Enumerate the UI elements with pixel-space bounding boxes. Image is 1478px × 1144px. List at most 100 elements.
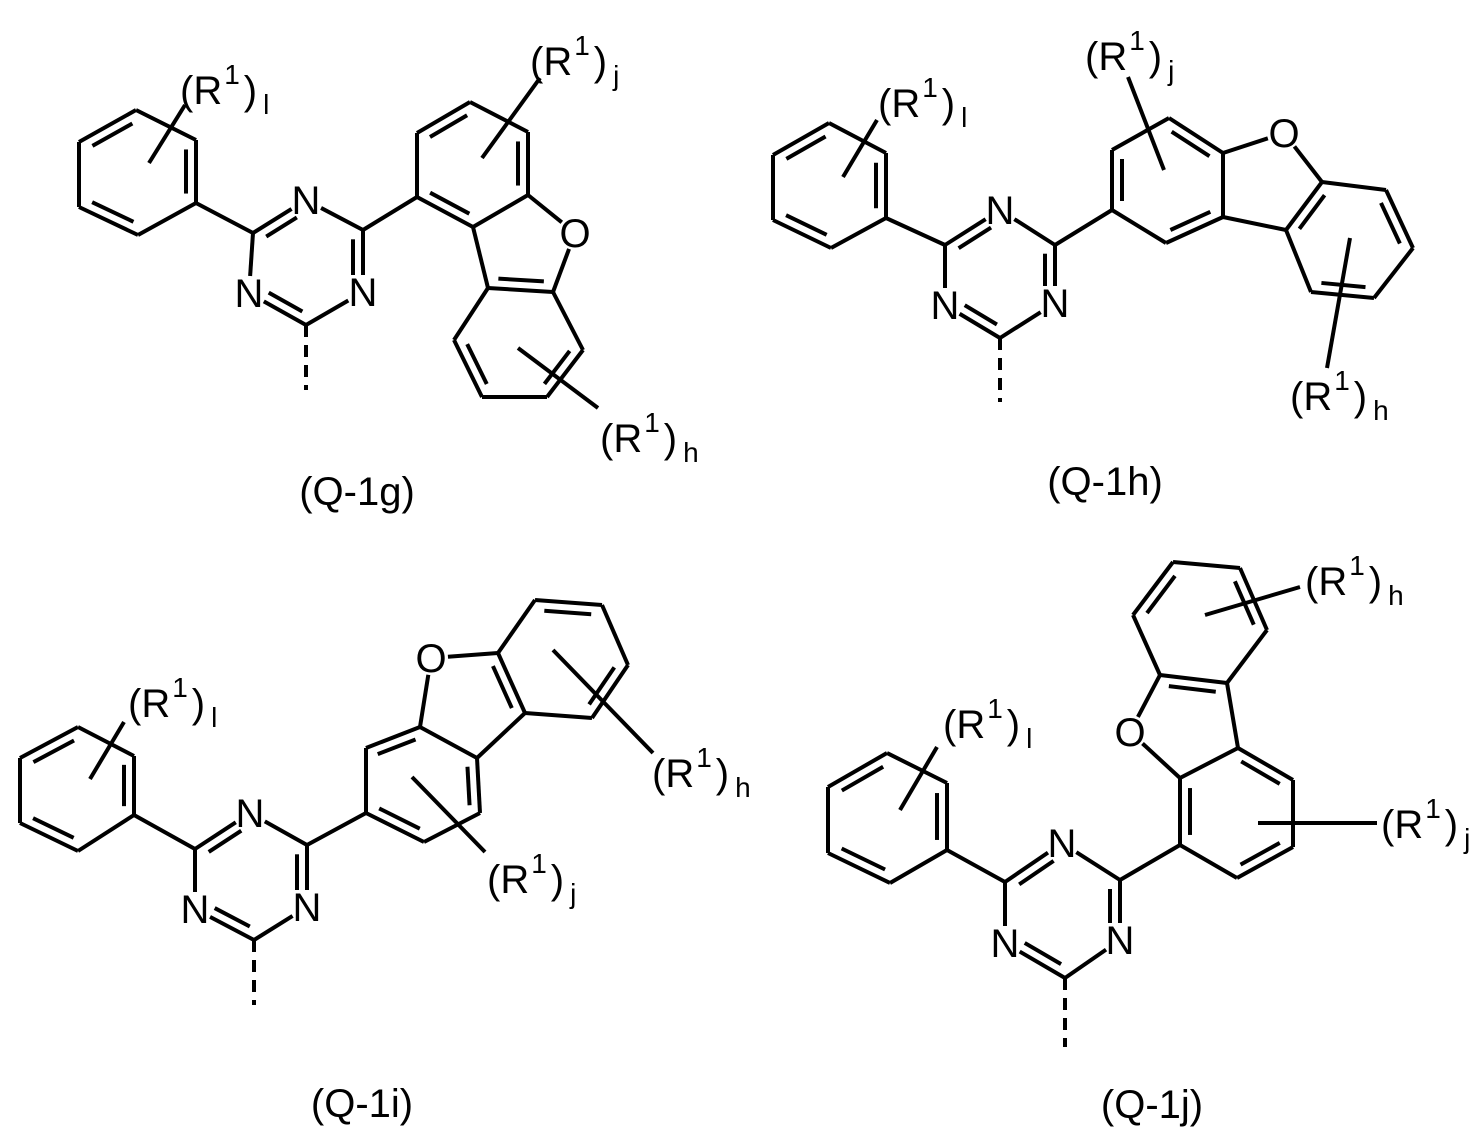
- structure-q-1h: NNNO(R1)l(R1)j(R1)h(Q-1h): [773, 25, 1413, 504]
- structure-q-1i: NNNO(R1)l(R1)j(R1)h(Q-1i): [20, 600, 751, 1126]
- nitrogen-atom-label: N: [181, 888, 210, 932]
- substituent-label-r1-j: (R1)j: [1381, 793, 1470, 854]
- nitrogen-atom-label: N: [1041, 282, 1070, 326]
- substituent-close-paren: ): [1354, 375, 1367, 419]
- bond: [363, 197, 417, 230]
- double-bond-inner-line: [493, 666, 512, 708]
- bond: [488, 288, 553, 292]
- substituent-superscript: 1: [1349, 550, 1365, 581]
- bond: [264, 301, 306, 325]
- bond: [253, 209, 292, 233]
- substituent-group: (R: [652, 752, 694, 796]
- bond: [1143, 744, 1180, 778]
- bond: [1160, 675, 1227, 683]
- substituent-superscript: 1: [172, 672, 188, 703]
- substituent-subscript: h: [683, 437, 699, 468]
- bond: [890, 850, 947, 883]
- bond: [477, 713, 525, 758]
- bond: [553, 292, 583, 350]
- substituent-superscript: 1: [1425, 793, 1441, 824]
- bond: [1112, 210, 1166, 243]
- bond: [1065, 950, 1106, 978]
- nitrogen-atom-label: N: [236, 792, 265, 836]
- bond: [454, 288, 488, 340]
- double-bond-inner-line: [467, 767, 469, 806]
- double-bond-inner-line: [842, 767, 883, 791]
- substituent-label-r1-h: (R1)h: [1305, 550, 1404, 611]
- double-bond-inner-line: [842, 848, 885, 869]
- bond: [138, 203, 196, 235]
- bond: [1173, 562, 1240, 568]
- substituent-label-r1-l: (R1)l: [128, 672, 217, 733]
- bond: [306, 301, 348, 325]
- substituent-label-r1-l: (R1)l: [878, 72, 967, 133]
- substituent-superscript: 1: [922, 72, 938, 103]
- bond: [831, 218, 886, 248]
- double-bond-inner-line: [33, 740, 74, 762]
- substituent-superscript: 1: [644, 407, 660, 438]
- substituent-close-paren: ): [1007, 703, 1020, 747]
- bond: [1055, 210, 1112, 245]
- bond: [448, 653, 498, 657]
- bond: [945, 219, 986, 245]
- nitrogen-atom-label: N: [235, 272, 264, 316]
- substituent-group: (R: [1381, 803, 1423, 847]
- bond: [1076, 852, 1120, 880]
- bond: [473, 195, 528, 227]
- oxygen-atom-label: O: [559, 212, 590, 256]
- double-bond-inner-line: [1241, 843, 1280, 865]
- bond: [78, 815, 134, 851]
- bond: [1112, 118, 1169, 150]
- substituent-group: (R: [878, 82, 920, 126]
- substituent-bond-h: [1205, 587, 1300, 615]
- substituent-group: (R: [600, 417, 642, 461]
- substituent-subscript: h: [735, 772, 751, 803]
- substituent-close-paren: ): [244, 69, 257, 113]
- substituent-close-paren: ): [1445, 803, 1458, 847]
- substituent-subscript: l: [211, 702, 217, 733]
- bond: [366, 727, 420, 748]
- oxygen-atom-label: O: [1114, 711, 1145, 755]
- substituent-bond-l: [843, 120, 877, 177]
- bond: [498, 600, 535, 653]
- substituent-superscript: 1: [224, 59, 240, 90]
- substituent-label-r1-j: (R1)j: [530, 30, 619, 91]
- bond: [477, 758, 480, 813]
- nitrogen-atom-label: N: [1106, 919, 1135, 963]
- bond: [321, 208, 363, 230]
- substituent-close-paren: ): [716, 752, 729, 796]
- substituent-label-r1-j: (R1)j: [487, 848, 576, 909]
- substituent-superscript: 1: [574, 30, 590, 61]
- bond: [1227, 683, 1238, 748]
- substituent-subscript: j: [569, 878, 576, 909]
- bond: [535, 600, 602, 605]
- nitrogen-atom-label: N: [1048, 822, 1077, 866]
- nitrogen-atom-label: N: [292, 179, 321, 223]
- substituent-group: (R: [180, 69, 222, 113]
- structure-caption: (Q-1g): [299, 470, 415, 514]
- nitrogen-atom-label: N: [986, 189, 1015, 233]
- bond: [1286, 230, 1311, 292]
- bond: [420, 675, 428, 727]
- nitrogen-atom-label: N: [349, 271, 378, 315]
- substituent-close-paren: ): [594, 40, 607, 84]
- bond: [947, 850, 1005, 882]
- double-bond-inner-line: [1299, 195, 1324, 229]
- bond: [210, 917, 254, 940]
- nitrogen-atom-label: N: [931, 284, 960, 328]
- substituent-bond-j: [482, 78, 540, 158]
- bond: [1180, 748, 1238, 778]
- substituent-superscript: 1: [1129, 25, 1145, 56]
- structure-q-1j: NNNO(R1)l(R1)j(R1)h(Q-1j): [828, 550, 1470, 1127]
- bond: [254, 916, 293, 940]
- substituent-bond-l: [90, 722, 124, 779]
- double-bond-inner-line: [1169, 686, 1216, 692]
- nitrogen-atom-label: N: [293, 886, 322, 930]
- structure-caption: (Q-1j): [1101, 1083, 1203, 1127]
- bond: [1322, 182, 1386, 190]
- substituent-subscript: h: [1373, 395, 1389, 426]
- substituent-label-r1-l: (R1)l: [943, 693, 1032, 754]
- bond: [195, 822, 236, 849]
- bond: [1311, 292, 1374, 298]
- substituent-bond-h: [1327, 238, 1350, 368]
